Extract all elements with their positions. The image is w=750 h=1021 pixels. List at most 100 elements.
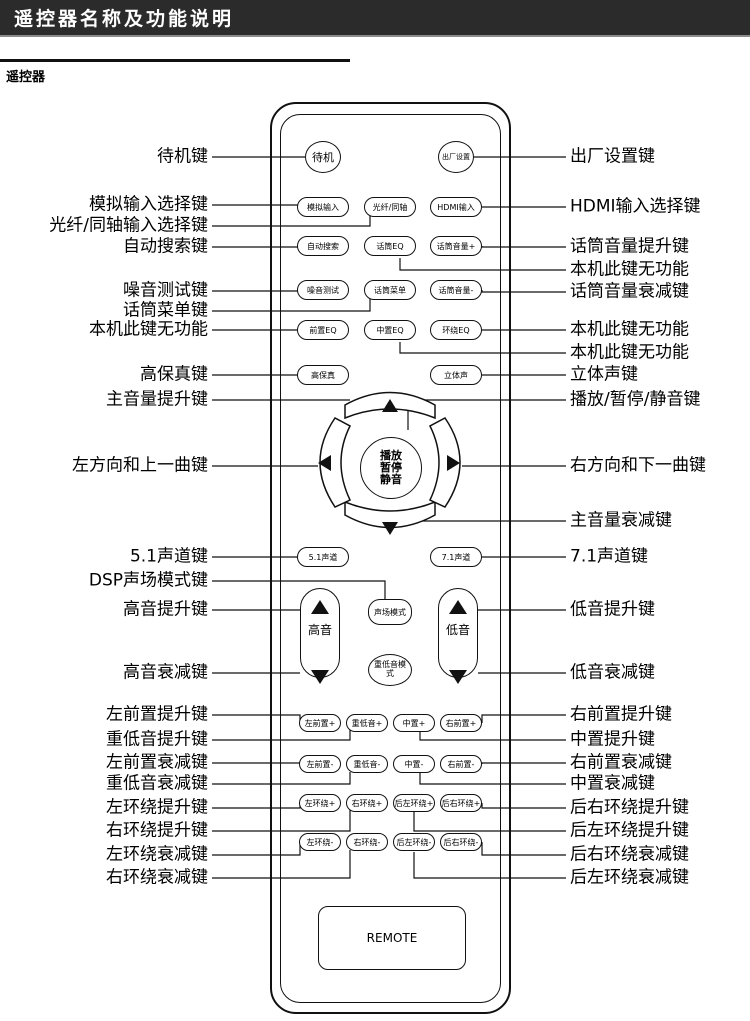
factory-reset-button[interactable]: 出厂设置 [438,141,474,173]
mic-eq-button[interactable]: 话筒EQ [364,236,416,256]
optical-coaxial-button[interactable]: 光纤/同轴 [364,197,416,217]
callout-right-21: 后左环绕衰减键 [570,867,689,888]
rear-left-surround-up-button[interactable]: 后左环绕+ [393,794,435,812]
callout-right-2: 话筒音量提升键 [570,236,689,257]
callout-left-0: 待机键 [157,146,208,167]
leader-right-15 [419,730,566,741]
stereo-button[interactable]: 立体声 [430,365,482,385]
remote-logo-text: REMOTE [366,931,418,945]
callout-right-18: 后右环绕提升键 [570,797,689,818]
section-divider [0,59,350,62]
mic-volume-up-button[interactable]: 话筒音量+ [430,236,482,256]
callout-left-16: 左前置衰减键 [106,752,208,773]
leader-right-20 [481,842,566,856]
surround-eq-button[interactable]: 环绕EQ [430,320,482,340]
callout-left-18: 左环绕提升键 [106,797,208,818]
callout-left-12: 高音提升键 [123,599,208,620]
surround-right-down-button[interactable]: 右环绕- [346,833,388,851]
leader-right-6 [399,342,566,354]
callout-right-11: 7.1声道键 [570,546,649,567]
callout-right-7: 立体声键 [570,364,638,385]
center-line-1: 播放 [380,448,402,462]
noise-test-button[interactable]: 噪音测试 [297,280,349,300]
leader-left-19 [212,810,351,832]
subwoofer-down-button[interactable]: 重低音- [346,755,388,773]
callout-right-19: 后左环绕提升键 [570,820,689,841]
hdmi-input-button[interactable]: HDMI输入 [430,197,482,217]
front-right-up-button[interactable]: 右前置+ [440,714,482,732]
bass-up-icon [449,600,467,614]
callout-right-0: 出厂设置键 [570,146,655,167]
callout-right-17: 中置衰减键 [570,773,655,794]
callout-left-2: 光纤/同轴输入选择键 [49,215,208,236]
callout-right-3: 本机此键无功能 [570,259,689,280]
leader-right-17 [419,772,566,785]
surround-right-up-button[interactable]: 右环绕+ [346,794,388,812]
center-line-3: 静音 [380,473,402,487]
dpad-left-segment [319,417,352,508]
remote-logo-panel: REMOTE [318,906,466,970]
callout-left-14: 左前置提升键 [106,704,208,725]
ch51-button[interactable]: 5.1声道 [297,547,349,567]
callout-left-21: 右环绕衰减键 [106,867,208,888]
callout-right-16: 右前置衰减键 [570,752,672,773]
dpad-right-segment [428,417,461,508]
leader-left-15 [212,730,351,741]
callout-left-10: 5.1声道键 [129,546,208,567]
front-eq-button[interactable]: 前置EQ [297,320,349,340]
surround-left-down-button[interactable]: 左环绕- [299,833,341,851]
callout-right-13: 低音衰减键 [570,662,655,683]
header-divider [0,35,750,37]
callout-left-6: 本机此键无功能 [89,319,208,340]
subwoofer-mode-button[interactable]: 重低音模式 [368,654,412,686]
surround-left-up-button[interactable]: 左环绕+ [299,794,341,812]
front-left-up-button[interactable]: 左前置+ [299,714,341,732]
leader-right-21 [413,852,566,879]
page-title: 遥控器名称及功能说明 [14,8,235,30]
leader-left-2 [212,215,371,227]
callout-right-10: 主音量衰减键 [570,510,672,531]
center-down-button[interactable]: 中置- [393,755,435,773]
front-left-down-button[interactable]: 左前置- [299,755,341,773]
treble-down-icon [311,670,329,684]
rear-right-surround-down-button[interactable]: 后右环绕- [440,833,482,851]
leader-right-19 [413,812,566,832]
leader-left-21 [212,850,351,879]
section-title: 遥控器 [6,70,46,85]
callout-left-8: 主音量提升键 [106,389,208,410]
subwoofer-up-button[interactable]: 重低音+ [346,714,388,732]
front-right-down-button[interactable]: 右前置- [440,755,482,773]
ch71-button[interactable]: 7.1声道 [430,547,482,567]
mic-volume-down-button[interactable]: 话筒音量- [430,280,482,300]
leader-right-3 [399,258,566,271]
callout-right-8: 播放/暂停/静音键 [570,389,701,410]
leader-left-5 [212,298,371,312]
leader-left-17 [212,772,351,785]
callout-left-11: DSP声场模式键 [88,570,208,591]
volume-up-arrow-icon [382,399,398,412]
standby-button[interactable]: 待机 [305,141,341,173]
callout-left-7: 高保真键 [140,364,208,385]
rear-right-surround-up-button[interactable]: 后右环绕+ [440,794,482,812]
analog-input-button[interactable]: 模拟输入 [297,197,349,217]
treble-label: 高音 [307,623,332,637]
callout-right-4: 话筒音量衰减键 [570,281,689,302]
callout-left-3: 自动搜索键 [123,236,208,257]
center-eq-button[interactable]: 中置EQ [364,320,416,340]
bass-down-icon [449,670,467,684]
auto-search-button[interactable]: 自动搜索 [297,236,349,256]
mic-menu-button[interactable]: 话筒菜单 [364,280,416,300]
callout-left-4: 噪音测试键 [123,280,208,301]
dsp-mode-button[interactable]: 声场模式 [368,599,412,625]
callout-right-6: 本机此键无功能 [570,342,689,363]
rear-left-surround-down-button[interactable]: 后左环绕- [393,833,435,851]
leader-right-14 [481,714,566,723]
callout-right-9: 右方向和下一曲键 [570,455,706,476]
remote-inner-frame [280,114,501,1003]
center-up-button[interactable]: 中置+ [393,714,435,732]
callout-left-20: 左环绕衰减键 [106,844,208,865]
hifi-button[interactable]: 高保真 [297,365,349,385]
play-pause-mute-button[interactable]: 播放 暂停 静音 [360,437,422,499]
callout-left-15: 重低音提升键 [106,729,208,750]
leader-left-11 [212,580,386,600]
